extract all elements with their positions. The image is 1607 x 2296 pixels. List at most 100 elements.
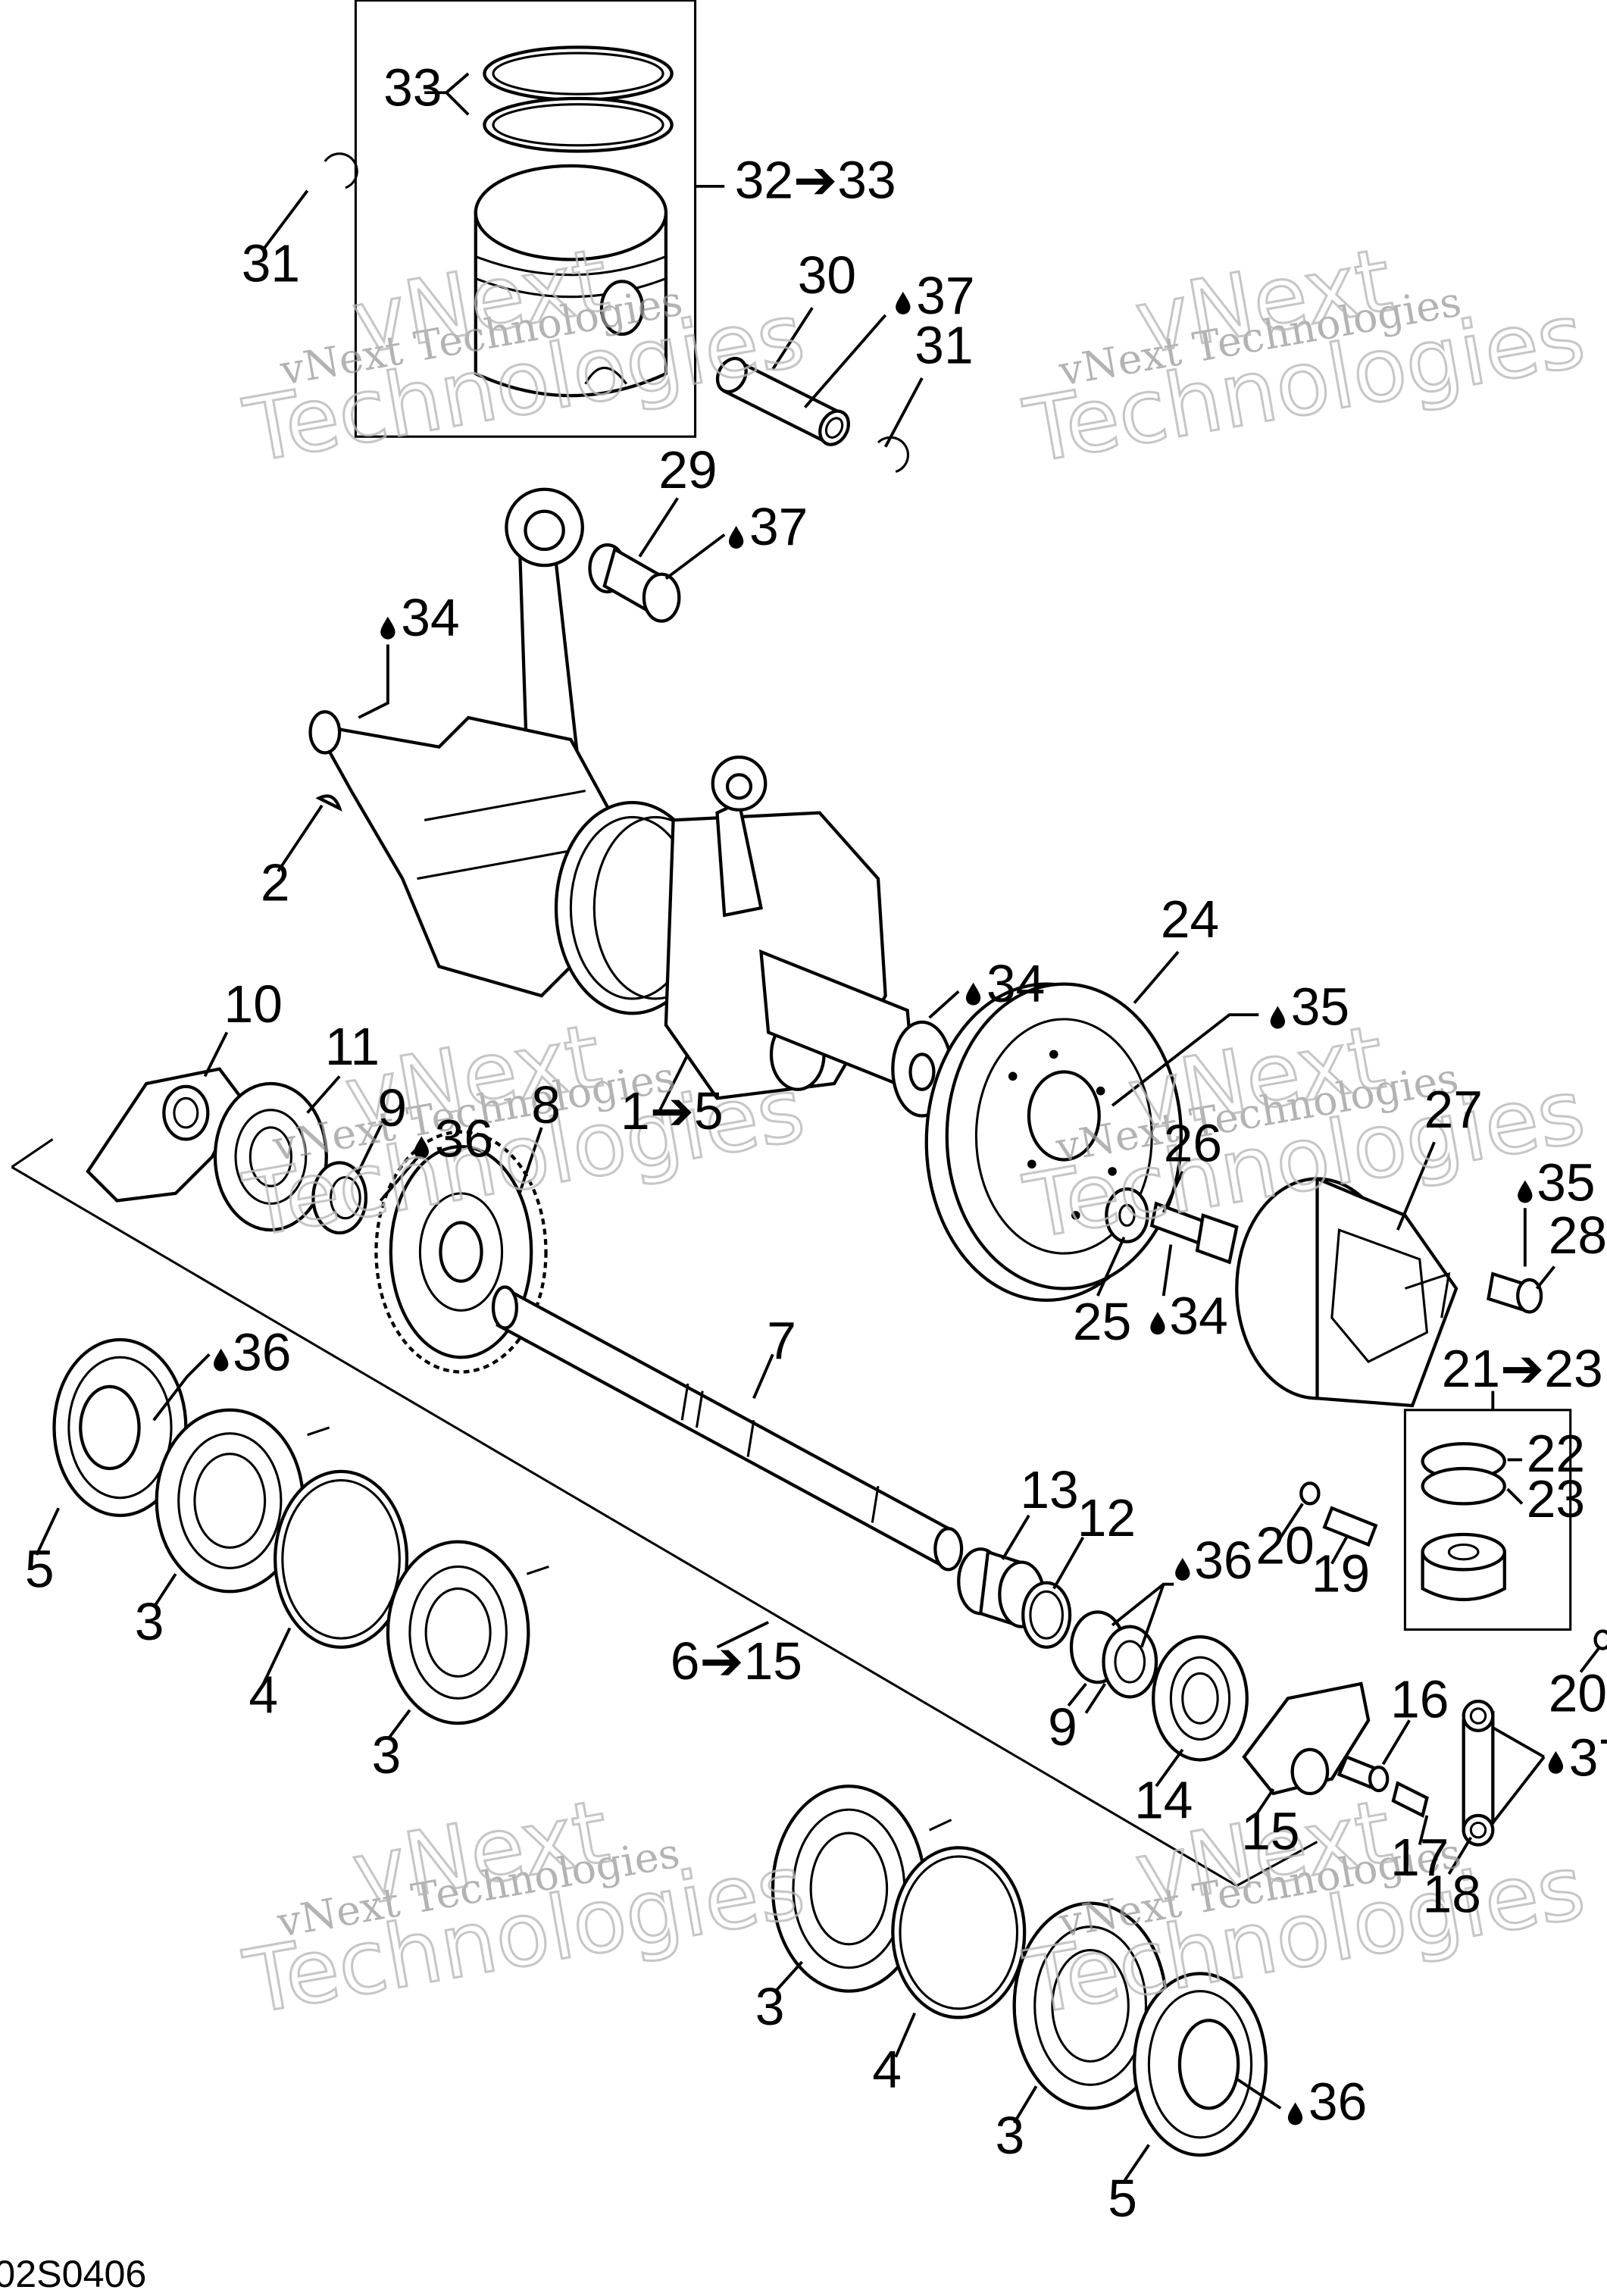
lubricant-drop-icon (1150, 1312, 1165, 1335)
needle-bearing-13 (957, 1547, 1046, 1628)
leader-lines (35, 72, 1601, 2182)
callout-24: 24 (1161, 890, 1219, 949)
counterweight-right (1242, 1681, 1371, 1796)
callout-3-a: 3 (135, 1592, 164, 1651)
bearing-3-b (386, 1540, 530, 1725)
pump-box (1403, 1409, 1572, 1631)
callout-36-seal9: 36 (1194, 1531, 1252, 1590)
flywheel-washer (1105, 1187, 1149, 1243)
callout-15: 15 (1241, 1801, 1299, 1860)
woodruff-key (315, 794, 342, 812)
pin-c (928, 1819, 952, 1831)
callout-34-bolt: 34 (1169, 1286, 1227, 1345)
group-line-b (11, 1165, 1318, 1888)
piston-ring-bottom (483, 96, 674, 153)
callout-17: 17 (1390, 1828, 1449, 1887)
pin-b (526, 1565, 549, 1575)
group-line-a (11, 1138, 54, 1168)
crankshaft-assembly (308, 487, 953, 1118)
callout-31-right: 31 (914, 316, 973, 375)
callout-18: 18 (1423, 1864, 1481, 1923)
callout-14: 14 (1134, 1771, 1193, 1830)
oil-seal-bottom (1069, 1610, 1158, 1699)
circlip-left (324, 152, 358, 189)
callout-11: 11 (325, 1017, 380, 1076)
callout-33: 33 (383, 58, 442, 117)
connecting-rod-left (517, 539, 580, 764)
wrist-pin (715, 356, 851, 446)
callout-9-top: 9 (377, 1078, 407, 1137)
callout-25: 25 (1073, 1292, 1131, 1351)
bearing-11 (213, 1081, 328, 1232)
lubricant-drop-icon (214, 1348, 229, 1372)
callout-37-bearing: 37 (749, 497, 808, 556)
callout-23: 23 (1527, 1469, 1585, 1528)
bolt-17 (1391, 1781, 1429, 1818)
callout-2: 2 (261, 853, 290, 912)
callout-8: 8 (531, 1075, 561, 1134)
lubricant-drop-icon (1518, 1180, 1533, 1203)
callout-3-d: 3 (996, 2106, 1025, 2165)
callout-4-b: 4 (872, 2040, 902, 2099)
piston-group (324, 0, 909, 474)
callout-28: 28 (1549, 1206, 1607, 1265)
callout-10: 10 (224, 974, 283, 1034)
seal-5-top (52, 1337, 188, 1517)
callout-20-right: 20 (1549, 1664, 1607, 1723)
callout-labels: 33 32➔33 31 30 37 31 29 37 34 2 24 34 35… (25, 58, 1607, 2229)
callout-31-left: 31 (242, 233, 300, 292)
callout-37-pin: 37 (916, 266, 974, 325)
oil-seal-top (311, 1161, 368, 1235)
callout-22: 22 (1527, 1424, 1585, 1483)
balance-shaft (496, 1286, 953, 1569)
callout-3-c: 3 (755, 1977, 785, 2036)
piston (474, 211, 668, 398)
lubricant-drop-icon (380, 616, 395, 640)
callout-9-bottom: 9 (1048, 1697, 1077, 1756)
lubricant-drop-icon (1548, 1750, 1564, 1774)
seal-5-bottom (1132, 1972, 1268, 2157)
callout-7: 7 (767, 1311, 796, 1370)
needle-bearing (588, 543, 681, 623)
callout-13: 13 (1020, 1460, 1078, 1519)
lubricant-drop-icon (965, 982, 981, 1006)
bearing-14 (1152, 1635, 1249, 1762)
nut-20b (1593, 1629, 1607, 1650)
callout-26: 26 (1164, 1113, 1222, 1172)
callout-12: 12 (1077, 1488, 1136, 1547)
callout-21-23: 21➔23 (1442, 1339, 1603, 1398)
lubricant-drop-icon (1175, 1557, 1190, 1581)
callout-20-nut: 20 (1255, 1516, 1314, 1575)
callout-19: 19 (1312, 1544, 1370, 1603)
callout-36-seal: 36 (435, 1109, 493, 1168)
callout-30: 30 (798, 246, 856, 305)
callout-37-link: 37 (1569, 1728, 1607, 1788)
starter-cup (1235, 1176, 1458, 1408)
ring-23 (1421, 1466, 1506, 1506)
callout-3-b: 3 (372, 1725, 402, 1785)
pin-19 (1322, 1506, 1378, 1547)
callout-16: 16 (1390, 1669, 1449, 1728)
nut-20 (1299, 1481, 1321, 1506)
piston-box (354, 0, 697, 438)
lubricant-drop-icon (1287, 2102, 1303, 2126)
lubricant-drop-icon (728, 526, 744, 549)
callout-5-top: 5 (25, 1540, 55, 1599)
circlip-right (877, 436, 909, 474)
callout-6-15: 6➔15 (671, 1631, 802, 1691)
callout-34-shaft: 34 (986, 954, 1045, 1013)
callout-32-33: 32➔33 (735, 150, 896, 209)
callout-1-5: 1➔5 (621, 1081, 724, 1140)
ring-4-b (891, 1846, 1027, 2019)
callout-4-a: 4 (249, 1666, 278, 1725)
callout-36-seal5: 36 (233, 1323, 291, 1382)
ring-4-a (274, 1469, 409, 1649)
callout-35-screw: 35 (1537, 1153, 1595, 1212)
lubricant-drop-icon (896, 291, 911, 314)
callout-27: 27 (1424, 1080, 1483, 1139)
link-rod (1462, 1700, 1495, 1847)
callout-35-flywheel: 35 (1291, 978, 1349, 1037)
callout-36-bottom: 36 (1308, 2072, 1367, 2132)
callout-29: 29 (658, 440, 717, 499)
